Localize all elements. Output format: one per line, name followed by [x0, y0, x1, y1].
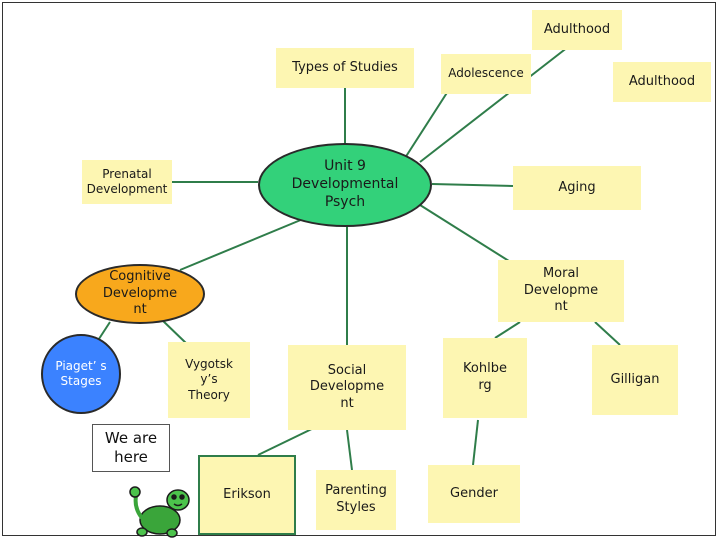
node-cognitive: Cognitive Developme nt: [75, 264, 205, 324]
node-adolescence: Adolescence: [441, 54, 531, 94]
node-unit-center: Unit 9 Developmental Psych: [258, 143, 432, 227]
node-adulthood-right: Adulthood: [613, 62, 711, 102]
link-unit-adolescence: [404, 87, 451, 159]
link-unit-aging: [431, 183, 514, 187]
link-unit-cognitive: [179, 211, 321, 271]
link-moral-kohlberg: [494, 321, 521, 339]
node-types-of-studies: Types of Studies: [276, 48, 414, 88]
link-unit-adulthood-top: [419, 39, 578, 163]
link-moral-gilligan: [594, 321, 621, 346]
link-kohlberg-gender: [472, 419, 479, 466]
node-adulthood-top: Adulthood: [532, 10, 622, 50]
node-vygotsky: Vygotsk y’s Theory: [168, 342, 250, 418]
turtle-icon: [129, 486, 190, 538]
node-gender: Gender: [428, 465, 520, 523]
node-social: Social Developme nt: [288, 345, 406, 430]
node-moral: Moral Developme nt: [498, 260, 624, 322]
we-are-here-callout: We are here: [92, 424, 170, 472]
node-aging: Aging: [513, 166, 641, 210]
node-gilligan: Gilligan: [592, 345, 678, 415]
link-unit-moral: [419, 204, 521, 269]
node-erikson: Erikson: [198, 455, 296, 535]
node-kohlberg: Kohlbe rg: [443, 338, 527, 418]
link-social-parenting: [346, 429, 353, 471]
link-social-erikson: [257, 424, 321, 456]
link-cognitive-vygotsky: [159, 317, 189, 346]
node-parenting: Parenting Styles: [316, 470, 396, 530]
node-piaget: Piaget’ s Stages: [41, 334, 121, 414]
node-prenatal: Prenatal Development: [82, 160, 172, 204]
